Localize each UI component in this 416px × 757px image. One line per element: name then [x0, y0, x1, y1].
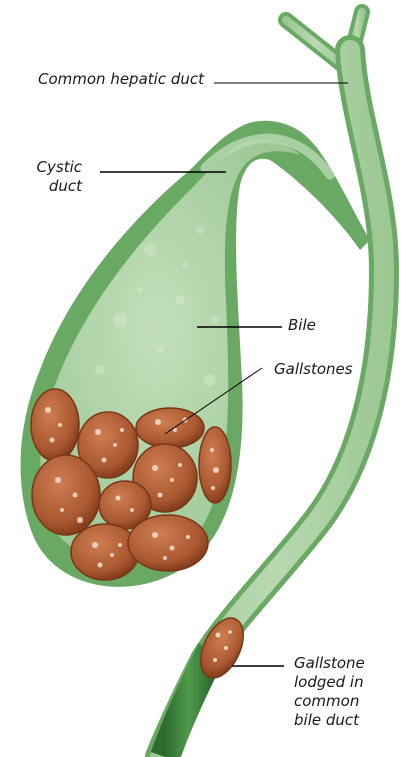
gallstone: [199, 427, 231, 503]
gallstone: [71, 524, 139, 580]
gallstone: [32, 455, 100, 535]
label-bile: Bile: [288, 316, 316, 335]
gallstone: [128, 515, 208, 571]
label-lodged-gallstone: Gallstone lodged in common bile duct: [294, 654, 365, 730]
label-common-hepatic-duct: Common hepatic duct: [38, 70, 204, 89]
label-cystic-duct: Cystic duct: [30, 158, 82, 196]
label-gallstones: Gallstones: [274, 360, 353, 379]
gallstone: [31, 389, 79, 461]
